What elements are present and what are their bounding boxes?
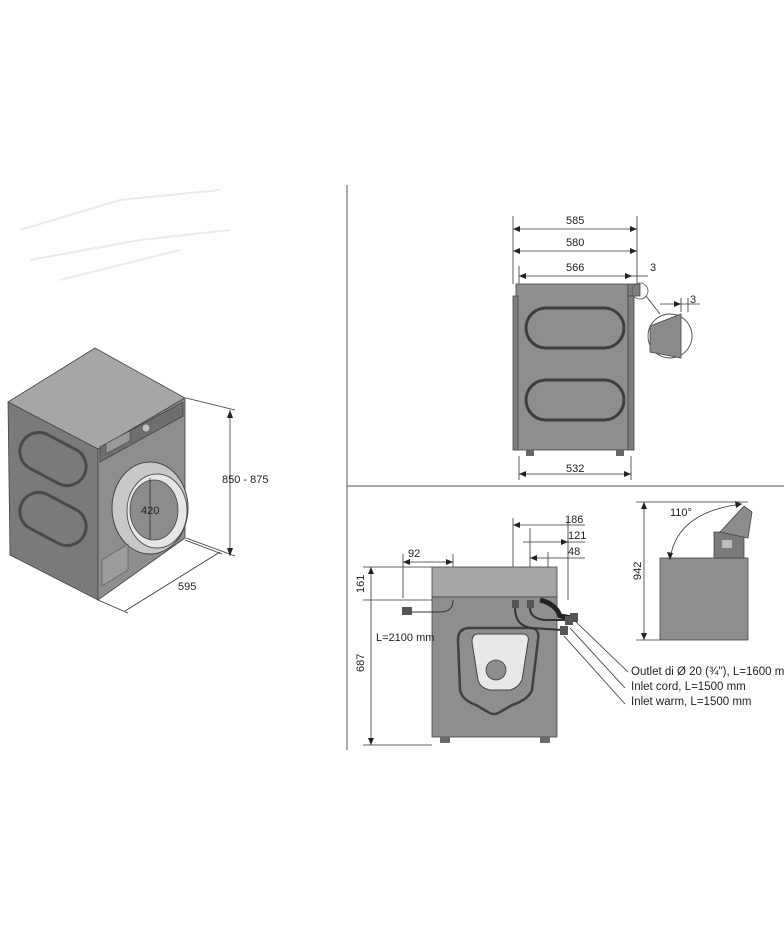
top-view [512, 216, 700, 480]
top-dim-585: 585 [566, 215, 584, 227]
isometric-view [7, 347, 236, 614]
watermark [19, 189, 231, 281]
rear-dim-186: 186 [565, 514, 583, 526]
top-dim-532: 532 [566, 463, 584, 475]
top-dim-3a: 3 [650, 262, 656, 274]
rear-dim-121: 121 [568, 530, 586, 542]
callout-inlet-cord: Inlet cord, L=1500 mm [631, 681, 746, 693]
iso-width-label: 595 [178, 581, 196, 593]
rear-dim-92: 92 [408, 548, 420, 560]
section-dividers [346, 185, 784, 750]
rear-dim-687: 687 [355, 654, 367, 672]
lid-view [636, 501, 753, 641]
rear-cord-label: L=2100 mm [376, 632, 434, 644]
rear-dim-48: 48 [568, 546, 580, 558]
rear-view [363, 518, 629, 746]
iso-height-label: 850 - 875 [222, 474, 268, 486]
lid-height-label: 942 [632, 562, 644, 580]
top-dim-566: 566 [566, 262, 584, 274]
iso-door-label: 420 [141, 505, 159, 517]
top-dim-3b: 3 [690, 294, 696, 306]
lid-angle-label: 110° [670, 507, 692, 519]
rear-dim-161: 161 [355, 575, 367, 593]
top-dim-580: 580 [566, 237, 584, 249]
callout-inlet-warm: Inlet warm, L=1500 mm [631, 696, 751, 708]
callout-outlet: Outlet di Ø 20 (¾"), L=1600 mm [631, 666, 784, 678]
